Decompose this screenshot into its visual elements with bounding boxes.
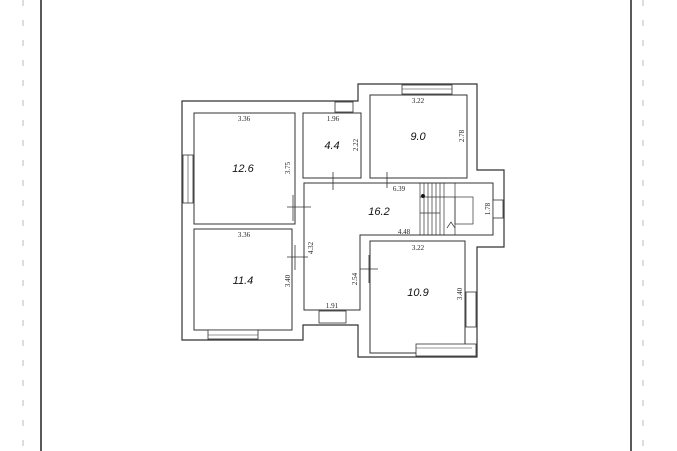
dim-room-2-depth: 3.40 bbox=[284, 274, 292, 287]
outer-wall bbox=[181, 83, 505, 358]
dim-room-4-width: 3.22 bbox=[412, 97, 425, 105]
dim-room-4-depth: 2.78 bbox=[458, 129, 466, 142]
dim-hall-depth: 4.32 bbox=[307, 241, 315, 254]
room-10-9 bbox=[369, 240, 466, 354]
area-room-2: 11.4 bbox=[233, 275, 254, 287]
room-4-4 bbox=[302, 112, 362, 179]
dim-hall-width-2: 4.48 bbox=[398, 228, 411, 236]
dim-room-1-width: 3.36 bbox=[238, 115, 251, 123]
dim-room-5-depth: 3.40 bbox=[456, 287, 464, 300]
dim-room-5-width: 3.22 bbox=[412, 244, 425, 252]
area-hall: 16.2 bbox=[368, 206, 389, 218]
doors bbox=[287, 172, 388, 283]
area-room-1: 12.6 bbox=[232, 163, 254, 175]
dim-room-1-depth: 3.75 bbox=[284, 161, 292, 174]
dim-hall-bottom: 1.91 bbox=[326, 302, 339, 310]
area-room-5: 10.9 bbox=[407, 287, 428, 299]
area-room-4: 9.0 bbox=[410, 131, 426, 143]
dim-room-3-depth: 2.22 bbox=[352, 138, 360, 151]
dim-room-2-width: 3.36 bbox=[238, 231, 251, 239]
dim-room-3-width: 1.96 bbox=[327, 115, 340, 123]
area-room-3: 4.4 bbox=[324, 140, 339, 152]
dim-stair: 1.78 bbox=[484, 202, 492, 215]
dim-hall-depth-2: 2.54 bbox=[351, 272, 359, 285]
room-9-0 bbox=[369, 94, 468, 179]
room-12-6 bbox=[193, 112, 296, 225]
windows bbox=[182, 84, 504, 357]
room-11-4 bbox=[193, 228, 293, 331]
hall-16-2 bbox=[303, 182, 494, 311]
staircase bbox=[419, 182, 474, 236]
dim-hall-width: 6.39 bbox=[393, 185, 406, 193]
